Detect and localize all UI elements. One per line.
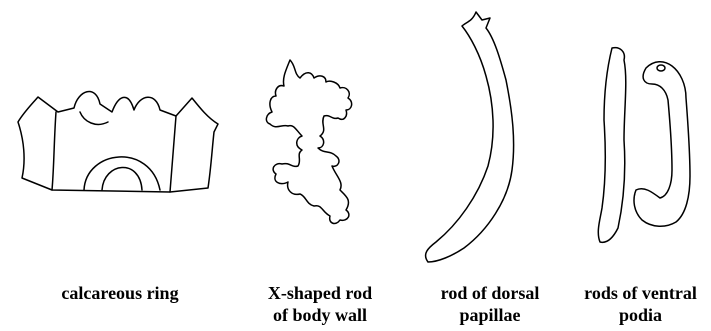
dorsal-rod-drawing bbox=[424, 11, 515, 263]
ring-outline bbox=[17, 90, 219, 193]
caption-ventral-rods: rods of ventral podia bbox=[570, 282, 711, 326]
caption-line: podia bbox=[618, 305, 663, 325]
ring-left-seam bbox=[51, 111, 57, 191]
caption-dorsal-rod: rod of dorsal papillae bbox=[410, 282, 570, 326]
ring-arch-inner bbox=[101, 166, 143, 191]
caption-line: rods of ventral bbox=[584, 283, 697, 303]
calcareous-ring-drawing bbox=[17, 90, 219, 193]
caption-line: of body wall bbox=[272, 305, 368, 325]
x-rod-outline bbox=[265, 59, 353, 225]
caption-line: X-shaped rod bbox=[267, 283, 373, 303]
caption-x-shaped-rod: X-shaped rod of body wall bbox=[250, 282, 390, 326]
dorsal-rod-outline bbox=[424, 11, 515, 263]
caption-line: calcareous ring bbox=[61, 283, 179, 303]
ring-arch-outer bbox=[83, 156, 161, 191]
caption-line: rod of dorsal bbox=[440, 283, 540, 303]
ring-right-seam bbox=[169, 115, 177, 193]
ventral-rod-right bbox=[633, 61, 691, 227]
ventral-rod-pore bbox=[656, 64, 666, 72]
ventral-rods-drawing bbox=[597, 46, 691, 244]
ring-inner-lobe bbox=[79, 111, 109, 126]
caption-calcareous-ring: calcareous ring bbox=[25, 282, 215, 304]
ventral-rod-left bbox=[597, 46, 627, 244]
x-shaped-rod-drawing bbox=[265, 59, 353, 225]
caption-line: papillae bbox=[459, 305, 521, 325]
